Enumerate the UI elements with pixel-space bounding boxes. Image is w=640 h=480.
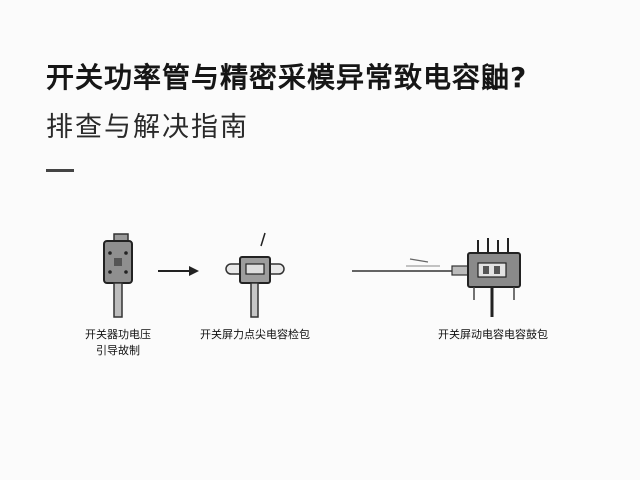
right-component-label: 开关屏动电容电容鼓包: [438, 328, 548, 341]
capacitor-module-icon: [467, 238, 521, 317]
page-title: 开关功率管与精密采模异常致电容鼬?: [46, 61, 528, 94]
left-label-line2: 引导故制: [96, 344, 140, 357]
title-divider: [46, 169, 74, 172]
middle-component-label: 开关屏力点尖电容检包: [200, 328, 310, 341]
page-subtitle: 排查与解决指南: [46, 112, 249, 143]
regulator-component-icon: [225, 232, 285, 318]
wire-lead-icon: [352, 258, 469, 276]
left-label-line1: 开关器功电压: [85, 328, 151, 341]
left-component-label: 开关器功电压 引导故制: [70, 327, 166, 359]
switch-component-icon: [103, 233, 133, 318]
arrow-icon: [158, 266, 199, 276]
